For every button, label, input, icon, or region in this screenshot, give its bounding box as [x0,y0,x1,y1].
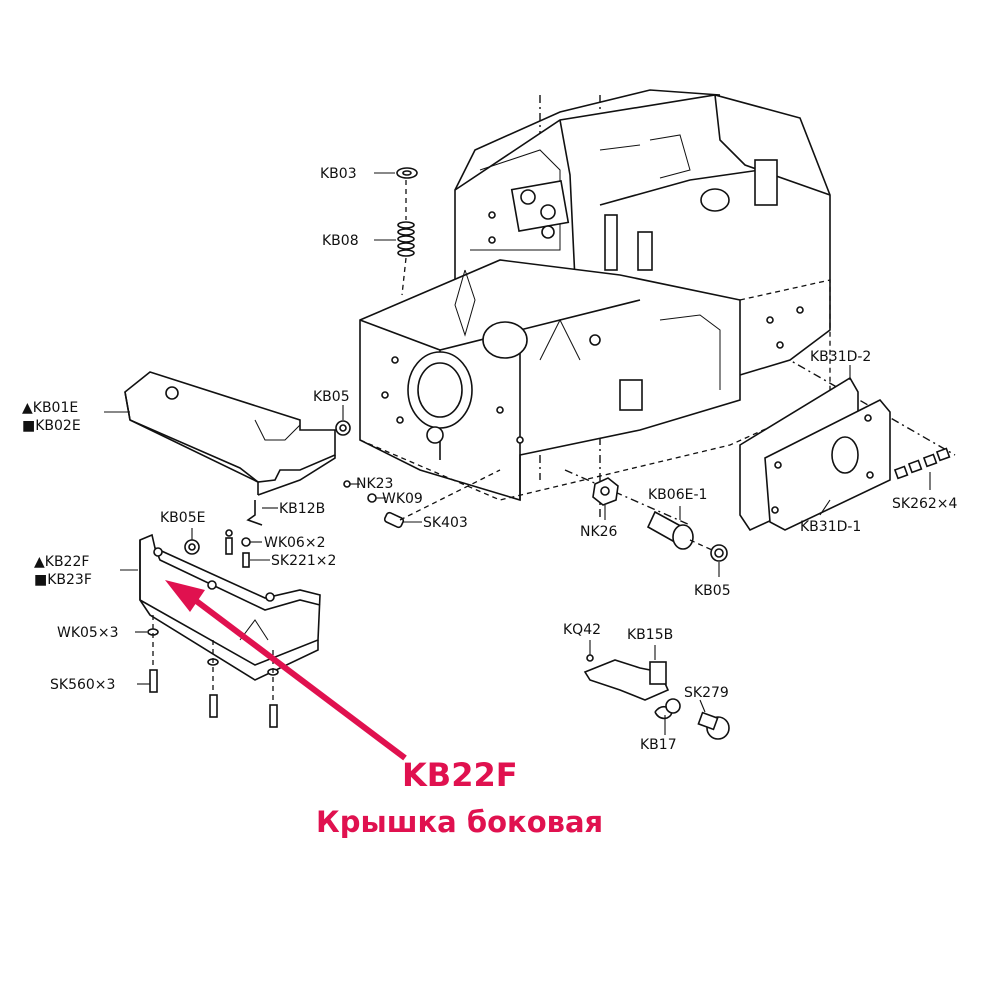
label-kb31d1: KB31D-1 [800,519,861,535]
label-kb05e: KB05E [160,510,205,526]
label-kb17: KB17 [640,737,677,753]
label-kb31d2: KB31D-2 [810,349,871,365]
wk06-sk221 [225,529,270,568]
nk26-kb06e-kb05 [592,477,728,577]
nk23-wk09-sk403 [343,469,501,529]
label-kb05-top: KB05 [313,389,350,405]
label-kb06e: KB06E-1 [648,487,707,503]
label-wk09: WK09 [382,491,423,507]
label-wk06: WK06×2 [264,535,325,551]
kb15b-assembly [583,640,730,740]
sk262-screws [893,447,951,490]
label-kb05-bottom: KB05 [694,583,731,599]
kb12b-clip [246,500,278,526]
label-nk26: NK26 [580,524,618,540]
label-kb12b: KB12B [279,501,325,517]
label-kb23f: ■KB23F [34,572,92,588]
label-nk23: NK23 [356,476,393,492]
label-wk05: WK05×3 [57,625,118,641]
machine-body [359,89,956,526]
label-sk560: SK560×3 [50,677,115,693]
callout-description: Крышка боковая [316,805,603,839]
label-sk403: SK403 [423,515,468,531]
label-sk262: SK262×4 [892,496,958,512]
wk05-sk560-screws [135,615,279,728]
kb31d-plates [739,365,891,532]
callout-part-number: KB22F [402,756,518,794]
callout-arrow [165,580,407,761]
label-kb15b: KB15B [627,627,673,643]
label-sk279: SK279 [684,685,729,701]
kb01e-cover [104,371,336,496]
label-sk221: SK221×2 [271,553,336,569]
label-kb03: KB03 [320,166,357,182]
label-kb22f: ▲KB22F [34,554,89,570]
kb22f-side-cover [120,528,321,681]
label-kb08: KB08 [322,233,359,249]
part-labels: KB03 KB08 KB05 ▲KB01E ■KB02E NK23 WK09 S… [22,166,958,753]
kb03-kb08-assembly [374,167,418,296]
label-kq42: KQ42 [563,622,601,638]
label-kb01e: ▲KB01E [22,400,78,416]
kb05-top-plug [335,405,351,436]
label-kb02e: ■KB02E [22,418,81,434]
